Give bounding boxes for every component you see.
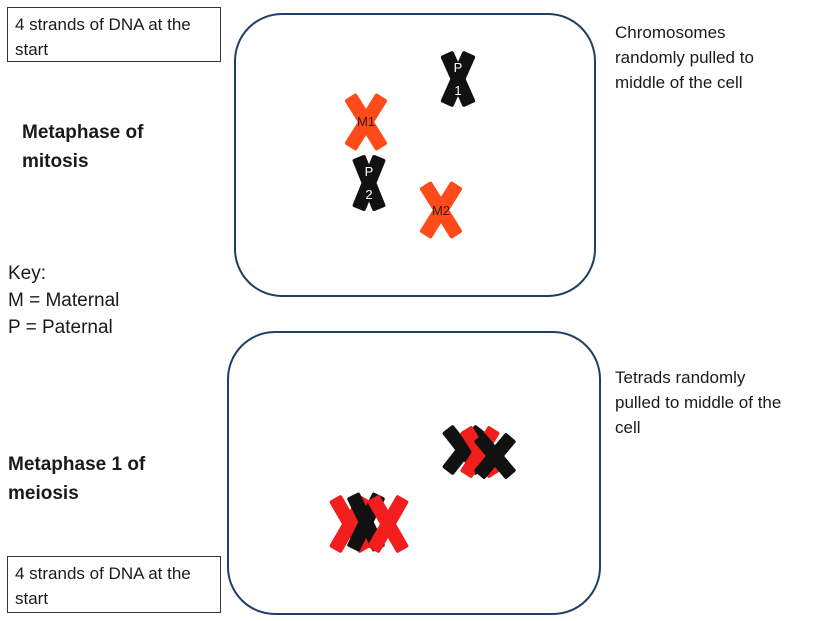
tetrad-lower xyxy=(329,492,409,553)
chromosome-p2-label-top: P xyxy=(365,164,374,179)
chromosome-p2: P 2 xyxy=(352,155,386,211)
top-dna-box: 4 strands of DNA at the start xyxy=(7,7,221,62)
tetrad-upper-paternal-b xyxy=(474,433,516,479)
mitosis-cell xyxy=(234,13,596,297)
chromosome-p2-label-bottom: 2 xyxy=(365,187,372,202)
meiosis-note-line3: cell xyxy=(615,418,641,437)
chromosome-m1-label: M1 xyxy=(357,114,375,129)
mitosis-note-line3: middle of the cell xyxy=(615,73,743,92)
mitosis-heading-line2: mitosis xyxy=(22,151,89,172)
mitosis-note-line2: randomly pulled to xyxy=(615,48,754,67)
mitosis-heading: Metaphase of mitosis xyxy=(22,118,143,176)
mitosis-note-line1: Chromosomes xyxy=(615,23,726,42)
tetrad-lower-maternal-b xyxy=(367,495,409,553)
chromosome-p1: P 1 xyxy=(440,51,476,107)
chromosome-p1-label-top: P xyxy=(454,60,463,75)
meiosis-note-line2: pulled to middle of the xyxy=(615,393,782,412)
meiosis-heading: Metaphase 1 of meiosis xyxy=(8,450,145,508)
meiosis-note-line1: Tetrads randomly xyxy=(615,368,746,387)
mitosis-heading-line1: Metaphase of xyxy=(22,122,144,143)
chromosome-p1-shape xyxy=(440,51,476,107)
meiosis-heading-line2: meiosis xyxy=(8,483,79,504)
tetrad-upper xyxy=(442,425,516,479)
top-dna-box-text: 4 strands of DNA at the start xyxy=(15,15,191,59)
chromosome-m1-shape xyxy=(344,93,388,151)
meiosis-note: Tetrads randomly pulled to middle of the… xyxy=(615,365,781,440)
chromosome-m1: M1 xyxy=(344,93,388,151)
key-maternal: M = Maternal xyxy=(8,290,120,311)
key-paternal: P = Paternal xyxy=(8,317,113,338)
chromosome-m2-label: M2 xyxy=(432,203,450,218)
bottom-dna-box: 4 strands of DNA at the start xyxy=(7,556,221,613)
chromosome-m2: M2 xyxy=(419,181,463,239)
meiosis-cell xyxy=(227,331,601,615)
chromosome-p1-label-bottom: 1 xyxy=(454,83,461,98)
meiosis-heading-line1: Metaphase 1 of xyxy=(8,454,146,475)
bottom-dna-box-text: 4 strands of DNA at the start xyxy=(15,564,191,608)
legend-key: Key: M = Maternal P = Paternal xyxy=(8,260,119,341)
key-title: Key: xyxy=(8,263,47,284)
chromosome-p2-shape xyxy=(352,155,386,211)
mitosis-note: Chromosomes randomly pulled to middle of… xyxy=(615,20,754,95)
chromosome-m2-shape xyxy=(419,181,463,239)
